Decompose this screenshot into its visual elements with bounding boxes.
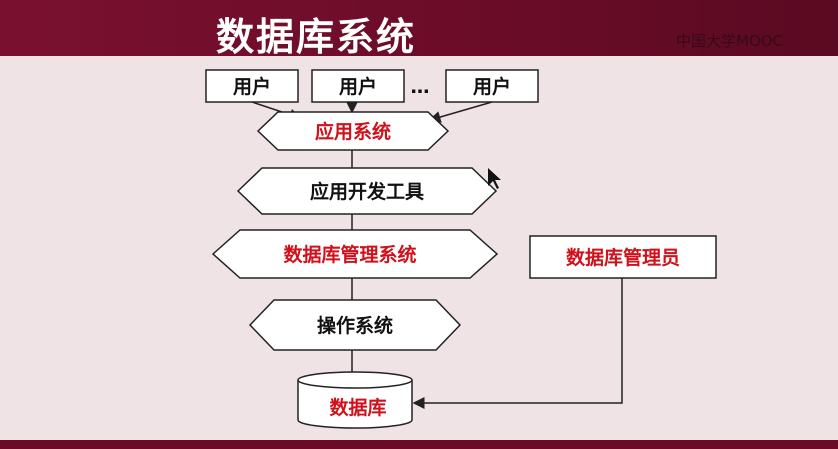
user-label-3: 用户 bbox=[473, 75, 511, 98]
layer-os bbox=[248, 299, 462, 351]
user-label-1: 用户 bbox=[233, 75, 271, 98]
database-cylinder-top bbox=[297, 371, 413, 389]
database-label: 数据库 bbox=[329, 396, 386, 419]
slide-header bbox=[0, 0, 838, 56]
layer-label-dev-tools: 应用开发工具 bbox=[310, 180, 424, 203]
layer-app-system bbox=[256, 111, 450, 151]
mooc-watermark: 中国大学MOOC bbox=[676, 32, 784, 50]
layer-label-app-system: 应用系统 bbox=[315, 120, 391, 143]
slide-title: 数据库系统 bbox=[216, 15, 417, 59]
layer-dev-tools bbox=[236, 167, 498, 215]
arrow-user3 bbox=[428, 101, 493, 123]
dba-arrow bbox=[412, 278, 623, 409]
mouse-cursor-icon bbox=[488, 168, 501, 189]
slide-footer bbox=[0, 440, 838, 449]
user-box-1 bbox=[205, 69, 299, 103]
layer-label-dbms: 数据库管理系统 bbox=[283, 243, 416, 266]
user-label-2: 用户 bbox=[339, 75, 377, 98]
user-box-2 bbox=[311, 69, 405, 103]
dba-box bbox=[529, 235, 717, 279]
layer-label-os: 操作系统 bbox=[317, 314, 393, 337]
ellipsis: … bbox=[411, 76, 430, 98]
database-cylinder bbox=[297, 380, 413, 429]
user-box-3 bbox=[445, 69, 539, 103]
dba-label: 数据库管理员 bbox=[566, 246, 680, 269]
layer-dbms bbox=[211, 229, 499, 279]
